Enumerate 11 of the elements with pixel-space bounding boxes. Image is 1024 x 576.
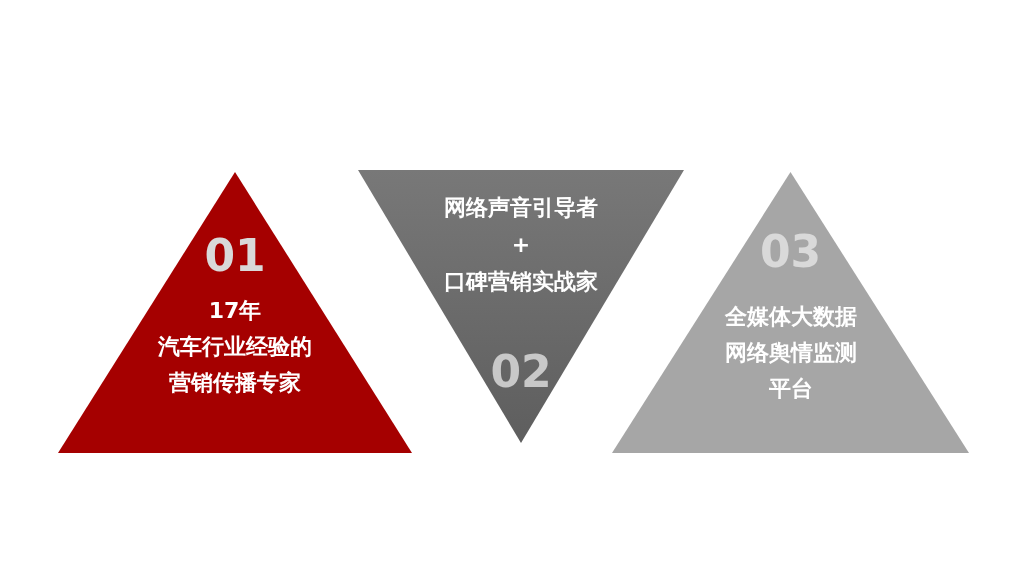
triangle-text: 全媒体大数据 — [724, 304, 857, 329]
triangle-text: 平台 — [768, 376, 813, 401]
triangle-text: 17年 — [208, 298, 262, 323]
step-number: 01 — [204, 230, 266, 281]
triangle-text: 营销传播专家 — [169, 370, 301, 395]
step-number: 02 — [490, 346, 552, 397]
triangle-text: + — [511, 232, 531, 257]
triangle-text: 汽车行业经验的 — [158, 334, 312, 359]
triangle-text: 网络舆情监测 — [724, 340, 857, 365]
triangle-text: 口碑营销实战家 — [444, 269, 598, 294]
triangle-text: 网络声音引导者 — [444, 195, 598, 220]
